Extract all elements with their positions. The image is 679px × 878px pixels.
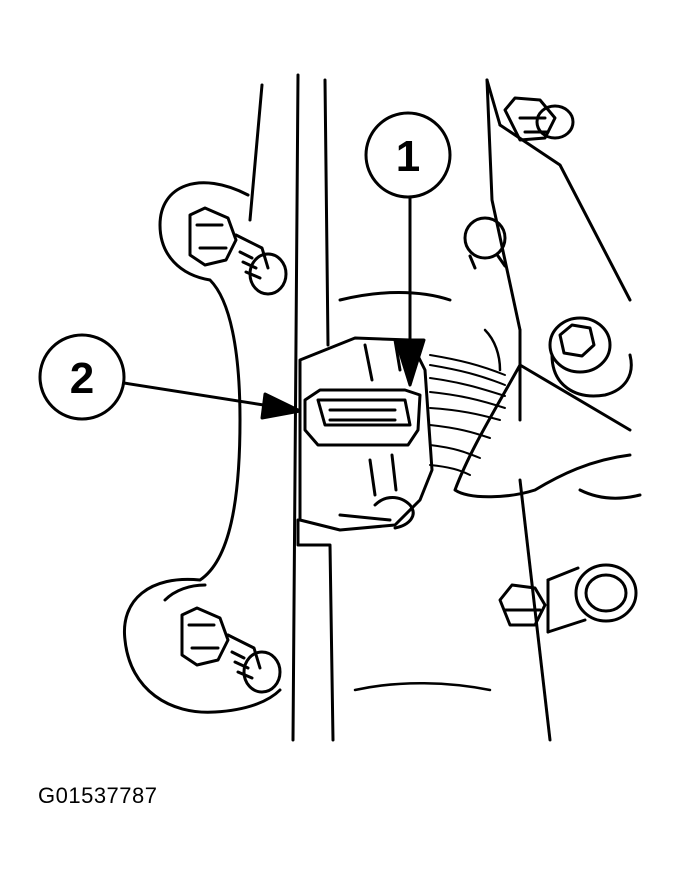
component-illustration: 1 2 [38,73,642,742]
figure-id-caption: G01537787 [38,783,158,808]
sensor-circle [463,216,507,270]
bolt-upper-right [498,96,632,302]
bolt-lower-left [180,606,282,694]
callout-2 [38,333,302,421]
wiring-harness [429,354,506,476]
electrical-connector [298,291,452,532]
mounting-bracket [122,181,282,714]
callout-1-label: 1 [396,132,420,181]
callout-1 [364,111,452,387]
housing-contours [353,328,502,692]
callout-2-label: 2 [70,354,94,403]
housing-rails [248,73,552,742]
bolt-upper-left [188,206,288,296]
socket-bolt-right [548,316,633,398]
bolt-lower-right [498,563,638,634]
harness-sleeve [453,363,642,500]
